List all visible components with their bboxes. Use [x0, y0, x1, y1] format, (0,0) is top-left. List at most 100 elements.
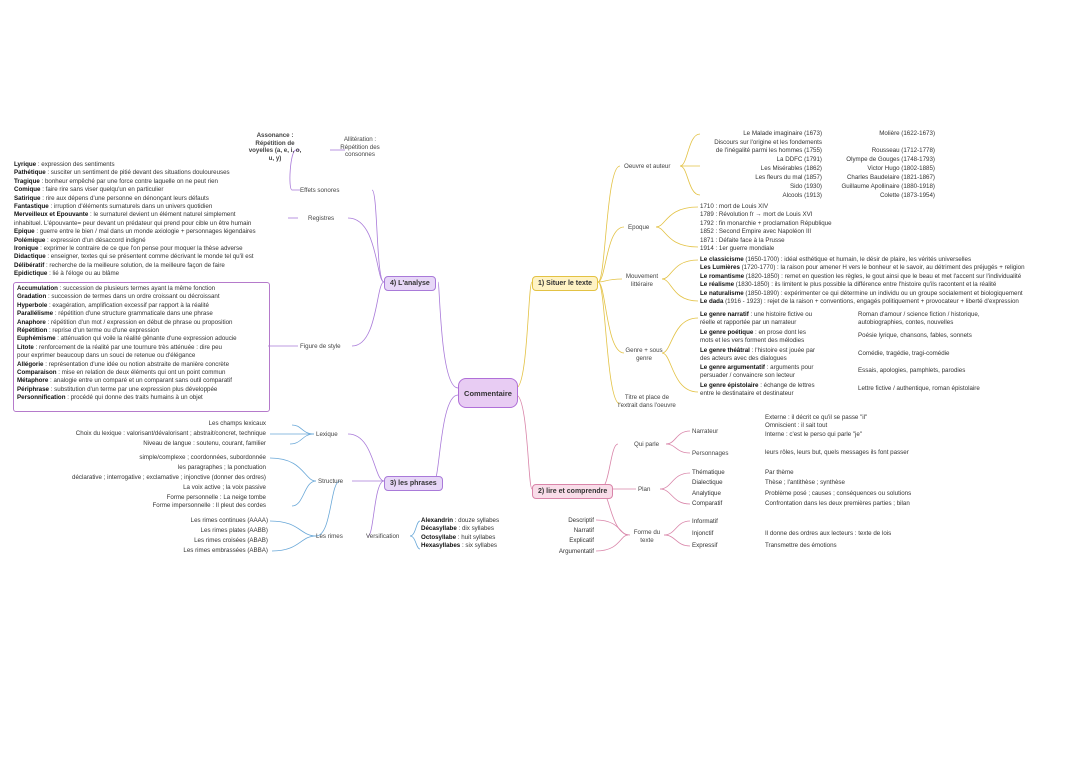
structure-item: simple/complexe ; coordonnées, subordonn…	[139, 454, 266, 461]
epoque-item: 1792 : fin monarchie + proclamation Répu…	[700, 219, 832, 227]
epoque-node[interactable]: Epoque	[628, 224, 650, 231]
registre-item: Délibératif : recherche de la meilleure …	[14, 261, 225, 269]
plan-desc: Problème posé ; causes ; conséquences ou…	[765, 490, 912, 497]
genre-item: Le genre théâtral : l'histoire est jouée…	[700, 347, 816, 363]
oeuvre-author: Guillaume Apollinaire (1880-1918)	[841, 183, 935, 190]
narrateur-item: Externe : il décrit ce qu'il se passe "i…	[765, 414, 868, 421]
registre-item: Comique : faire rire sans viser quelqu'u…	[14, 186, 164, 194]
mouvement-item: Le dada (1916 - 1923) : rejet de la rais…	[700, 298, 1019, 306]
registre-item: Epique : guerre entre le bien / mal dans…	[14, 228, 256, 236]
plan-desc: Par thème	[765, 469, 794, 476]
titre-node[interactable]: Titre et place de l'extrait dans l'oeuvr…	[618, 394, 676, 409]
genre-node[interactable]: Genre + sous genre	[625, 347, 663, 362]
oeuvre-title: Alcools (1913)	[782, 192, 822, 199]
forme-left-item: Argumentatif	[558, 547, 594, 555]
alliteration-node: Allitération : Répétition des consonnes	[340, 136, 380, 159]
narrateur-item: Interne : c'est le perso qui parle "je"	[765, 430, 863, 438]
sous-genre-item: Roman d'amour / science fiction / histor…	[858, 311, 980, 327]
vers-item: Alexandrin : douze syllabes	[421, 517, 500, 524]
figures-box	[13, 282, 270, 412]
structure-item: les paragraphes ; la ponctuation	[177, 464, 266, 471]
plan-item: Analytique	[692, 490, 721, 497]
figure-item: Personnification : procédé qui donne des…	[17, 394, 203, 402]
forme-right-item: Injonctif	[692, 530, 714, 537]
figure-item: Hyperbole : exagération, amplification e…	[17, 301, 209, 309]
structure-item: Forme personnelle : La neige tombe	[166, 494, 266, 501]
plan-item: Dialectique	[692, 479, 723, 486]
branch-lire[interactable]: 2) lire et comprendre	[532, 484, 614, 499]
effets-sonores-node[interactable]: Effets sonores	[300, 187, 340, 194]
structure-item: déclarative ; interrogative ; exclamativ…	[72, 474, 266, 481]
forme-left-item: Explicatif	[569, 537, 594, 545]
epoque-item: 1789 : Révolution fr → mort de Louis XVI	[700, 211, 813, 219]
mouvement-item: Le naturalisme (1850-1890) : expérimente…	[700, 289, 1023, 297]
figure-item: Litote : renforcement de la réalité par …	[17, 343, 222, 351]
branch-situer[interactable]: 1) Situer le texte	[532, 276, 599, 291]
vers-item: Octosyllabe : huit syllabes	[421, 533, 496, 541]
forme-texte-node[interactable]: Forme du texte	[633, 529, 661, 544]
lexique-item: Les champs lexicaux	[208, 420, 266, 427]
plan-item: Comparatif	[692, 500, 723, 507]
plan-node[interactable]: Plan	[638, 486, 651, 493]
plan-item: Thématique	[692, 469, 725, 476]
figure-item: Anaphore : répétition d'un mot / express…	[17, 318, 233, 326]
epoque-item: 1710 : mort de Louis XIV	[700, 203, 769, 210]
figure-item: Accumulation : succession de plusieurs t…	[17, 285, 216, 292]
mouvement-item: Le réalisme (1830-1850) : ils limitent l…	[700, 281, 997, 289]
forme-right-desc: Transmettre des émotions	[765, 542, 837, 549]
figure-item: Périphrase : substitution d'un terme par…	[17, 385, 218, 393]
forme-left-item: Descriptif	[568, 517, 594, 524]
lexique-node[interactable]: Lexique	[316, 431, 338, 438]
oeuvre-author: Olympe de Gouges (1748-1793)	[846, 156, 935, 163]
narrateur-item: Omniscient : il sait tout	[765, 422, 828, 430]
mouvement-item: Le romantisme (1820-1850) : remet en que…	[700, 272, 1022, 280]
personnages-node[interactable]: Personnages	[692, 450, 729, 457]
epoque-item: 1852 : Second Empire avec Napoléon III	[700, 228, 812, 236]
figure-item: Comparaison : mise en relation de deux é…	[17, 369, 226, 377]
registre-item: inhabituel. L'épouvante= peur devant un …	[14, 219, 252, 227]
registre-item: Satirique : rire aux dépens d'une person…	[14, 194, 209, 202]
structure-item: Forme impersonnelle : Il pleut des corde…	[152, 502, 267, 509]
forme-left-item: Narratif	[573, 527, 594, 535]
oeuvre-title: La DDFC (1791)	[776, 156, 822, 163]
mouvement-list: Le classicisme (1650-1700) : idéal esthé…	[700, 256, 1025, 306]
structure-node[interactable]: Structure	[318, 478, 344, 485]
registre-item: Fantastique : irruption d'éléments surna…	[14, 203, 213, 211]
qui-parle-node[interactable]: Qui parle	[634, 441, 660, 448]
narrateur-node[interactable]: Narrateur	[692, 428, 719, 435]
registre-item: Epidictique : lié à l'éloge ou au blâme	[14, 270, 120, 278]
oeuvre-author: Rousseau (1712-1778)	[871, 147, 935, 154]
mouvement-item: Le classicisme (1650-1700) : idéal esthé…	[700, 256, 972, 263]
branch-analyse[interactable]: 4) L'analyse	[384, 276, 436, 291]
plan-desc: Confrontation dans les deux premières pa…	[765, 500, 910, 507]
branch-phrases[interactable]: 3) les phrases	[384, 476, 443, 491]
forme-right-desc: Il donne des ordres aux lecteurs : texte…	[765, 530, 892, 537]
oeuvre-author: Molière (1622-1673)	[879, 130, 935, 137]
root-node[interactable]: Commentaire	[458, 378, 518, 408]
rimes-node[interactable]: Les rimes	[316, 533, 343, 540]
oeuvre-title: Les fleurs du mal (1857)	[755, 174, 822, 181]
sous-genre-item: Essais, apologies, pamphlets, parodies	[858, 367, 966, 374]
figure-de-style-node[interactable]: Figure de style	[300, 343, 341, 350]
assonance-node: Assonance : Répétition de voyelles (a, e…	[248, 132, 302, 162]
narrateur-list: Externe : il décrit ce qu'il se passe "i…	[765, 414, 867, 439]
versification-node[interactable]: Versification	[366, 533, 400, 540]
registre-item: Lyrique : expression des sentiments	[14, 161, 115, 168]
figure-item: pour exprimer beaucoup dans un souci de …	[17, 352, 196, 360]
vers-item: Hexasyllabes : six syllabes	[421, 542, 498, 550]
mouvement-node[interactable]: Mouvement littéraire	[625, 273, 659, 288]
vers-item: Décasyllabe : dix syllabes	[421, 525, 494, 533]
oeuvre-auteur-node[interactable]: Oeuvre et auteur	[624, 163, 671, 170]
sous-genre-item: Lettre fictive / authentique, roman épis…	[858, 385, 980, 392]
lexique-item: Choix du lexique : valorisant/dévalorisa…	[75, 430, 266, 437]
registre-item: Didactique : enseigner, textes qui se pr…	[14, 253, 254, 261]
plan-desc: Thèse ; l'antithèse ; synthèse	[765, 479, 845, 486]
structure-item: La voix active ; la voix passive	[183, 484, 266, 491]
figure-item: Répétition : reprise d'un terme ou d'une…	[17, 327, 159, 335]
registres-node[interactable]: Registres	[308, 215, 335, 222]
